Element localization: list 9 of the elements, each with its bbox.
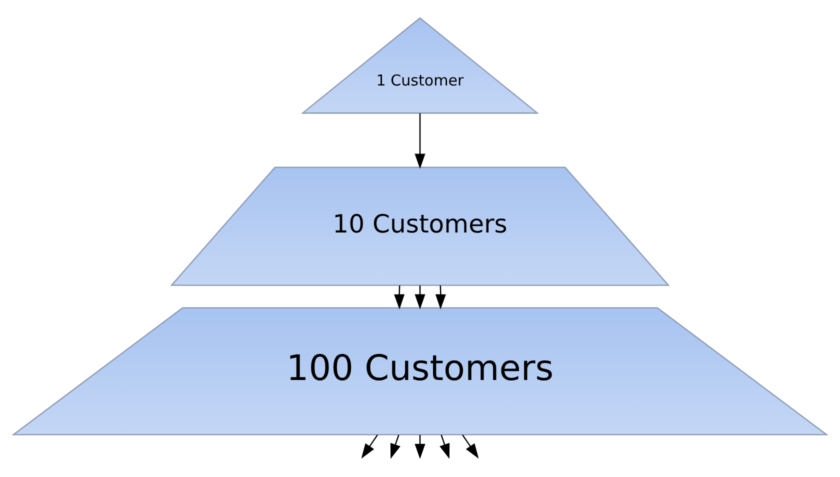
arrow (390, 434, 400, 459)
arrow (414, 285, 426, 310)
arrow (462, 434, 479, 459)
arrow (435, 285, 446, 310)
arrow (414, 434, 426, 459)
arrow (394, 285, 405, 310)
arrow (414, 113, 426, 169)
arrow (361, 434, 378, 459)
arrow (440, 434, 450, 459)
